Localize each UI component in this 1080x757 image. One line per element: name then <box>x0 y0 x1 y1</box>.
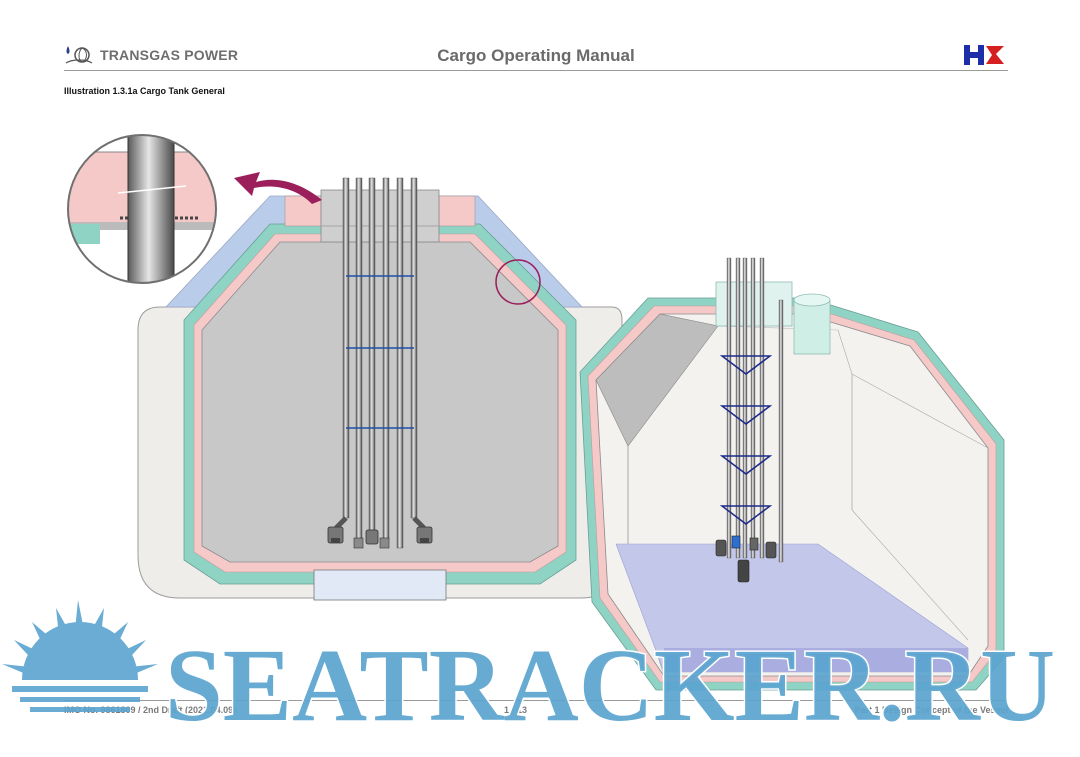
watermark-text: SEATRACKER.RU <box>165 628 1055 743</box>
trunk-deck-right <box>438 195 476 227</box>
stripping-pump <box>353 529 390 549</box>
tank-3d-view <box>579 257 1005 691</box>
watermark-sun-icon <box>2 600 158 712</box>
company-logo: TRANSGAS POWER <box>64 44 238 66</box>
page-footer: IMO No. 9861809 / 2nd Draft (2021.04.09)… <box>64 700 1008 717</box>
cargo-pump-right <box>416 526 433 544</box>
shipyard-logo-icon <box>964 45 1004 65</box>
tank-3d-gas-dome <box>793 293 831 355</box>
pipe-tower <box>334 177 426 549</box>
tank-dome <box>320 189 440 243</box>
tank-3d-pipe-tower <box>715 257 784 583</box>
footer-page-number: 1 - 13 <box>504 705 528 715</box>
magnified-detail <box>67 134 217 284</box>
illustration-title: Illustration 1.3.1a Cargo Tank General <box>64 86 225 96</box>
detail-marker <box>495 259 541 305</box>
footer-imo: IMO No. 9861809 / 2nd Draft (2021.04.09) <box>64 705 237 715</box>
tank-cross-section <box>137 177 623 601</box>
shipyard-logo <box>964 44 1006 71</box>
cargo-pump-left <box>327 526 344 544</box>
detail-arrow <box>234 172 322 204</box>
page-header: TRANSGAS POWER Cargo Operating Manual <box>64 40 1008 71</box>
company-name: TRANSGAS POWER <box>100 47 239 63</box>
double-bottom-duct <box>313 569 447 601</box>
footer-section: Part 1 Design Concept of the Vessel <box>854 705 1008 715</box>
document-title: Cargo Operating Manual <box>437 46 635 65</box>
company-logo-icon <box>65 46 93 64</box>
